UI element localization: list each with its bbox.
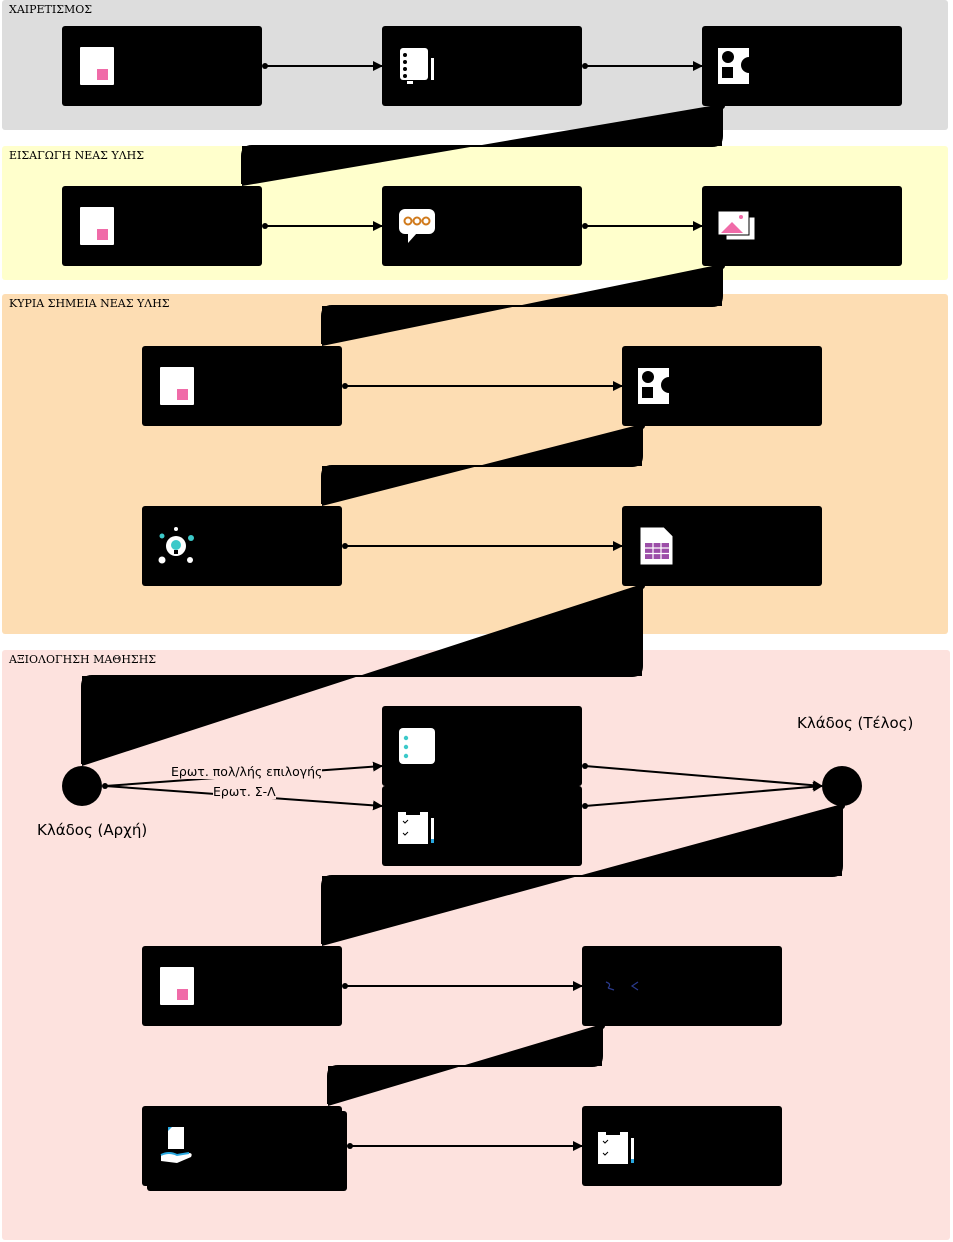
spreadsheet-icon: [639, 526, 674, 566]
notebook-icon: [400, 48, 434, 84]
connector-wedge: [322, 264, 722, 346]
activity-card[interactable]: [382, 706, 582, 786]
lane-title-key-points: ΚΥΡΙΑ ΣΗΜΕΙΑ ΝΕΑΣ ΥΛΗΣ: [9, 297, 170, 310]
branch-start-node[interactable]: [62, 766, 102, 806]
edge-label-multiple-choice: Ερωτ. πολ/λής επιλογής: [171, 764, 323, 779]
checklist-icon: [399, 728, 435, 764]
activity-card[interactable]: [382, 26, 582, 106]
connector: [584, 781, 823, 807]
connector-wedge: [242, 104, 722, 186]
activity-card[interactable]: [142, 346, 342, 426]
image-gallery-icon: [718, 210, 756, 241]
activity-card[interactable]: [142, 946, 342, 1026]
clipboard-icon: [398, 809, 434, 844]
shapes-icon: [638, 368, 676, 404]
activity-card[interactable]: [382, 186, 582, 266]
activity-card[interactable]: [147, 1111, 347, 1191]
shapes-icon: [718, 48, 756, 84]
connector: [584, 765, 823, 791]
lane-title-introduction: ΕΙΣΑΓΩΓΗ ΝΕΑΣ ΥΛΗΣ: [9, 149, 145, 162]
connector-wedge: [328, 1024, 602, 1106]
idea-network-icon: [158, 527, 194, 564]
activity-card[interactable]: [62, 26, 262, 106]
activity-card[interactable]: [702, 186, 902, 266]
activity-card[interactable]: [582, 946, 782, 1026]
lane-title-greeting: ΧΑΙΡΕΤΙΣΜΟΣ: [9, 3, 93, 16]
page-icon: [160, 967, 194, 1005]
activity-card[interactable]: [622, 506, 822, 586]
activity-card[interactable]: [142, 506, 342, 586]
activity-card[interactable]: [62, 186, 262, 266]
edge-label-true-false: Ερωτ. Σ-Λ: [213, 784, 276, 799]
branch-end-label: Κλάδος (Τέλος): [797, 714, 914, 732]
connector-wedge: [322, 424, 642, 506]
branch-start-label: Κλάδος (Αρχή): [37, 821, 148, 839]
page-icon: [160, 367, 194, 405]
activity-card[interactable]: [702, 26, 902, 106]
activity-card[interactable]: [582, 1106, 782, 1186]
hand-document-icon: [160, 1127, 192, 1163]
lane-title-assessment: ΑΞΙΟΛΟΓΗΣΗ ΜΑΘΗΣΗΣ: [9, 653, 157, 666]
speech-bubble-icon: [399, 209, 435, 243]
activity-card[interactable]: [622, 346, 822, 426]
page-icon: [80, 207, 114, 245]
connector-wedge: [322, 804, 842, 946]
page-icon: [80, 47, 114, 85]
connector-wedge: [82, 584, 642, 766]
branch-end-node[interactable]: [822, 766, 862, 806]
code-icon: [605, 981, 639, 991]
clipboard-icon: [598, 1129, 634, 1164]
activity-card[interactable]: [382, 786, 582, 866]
